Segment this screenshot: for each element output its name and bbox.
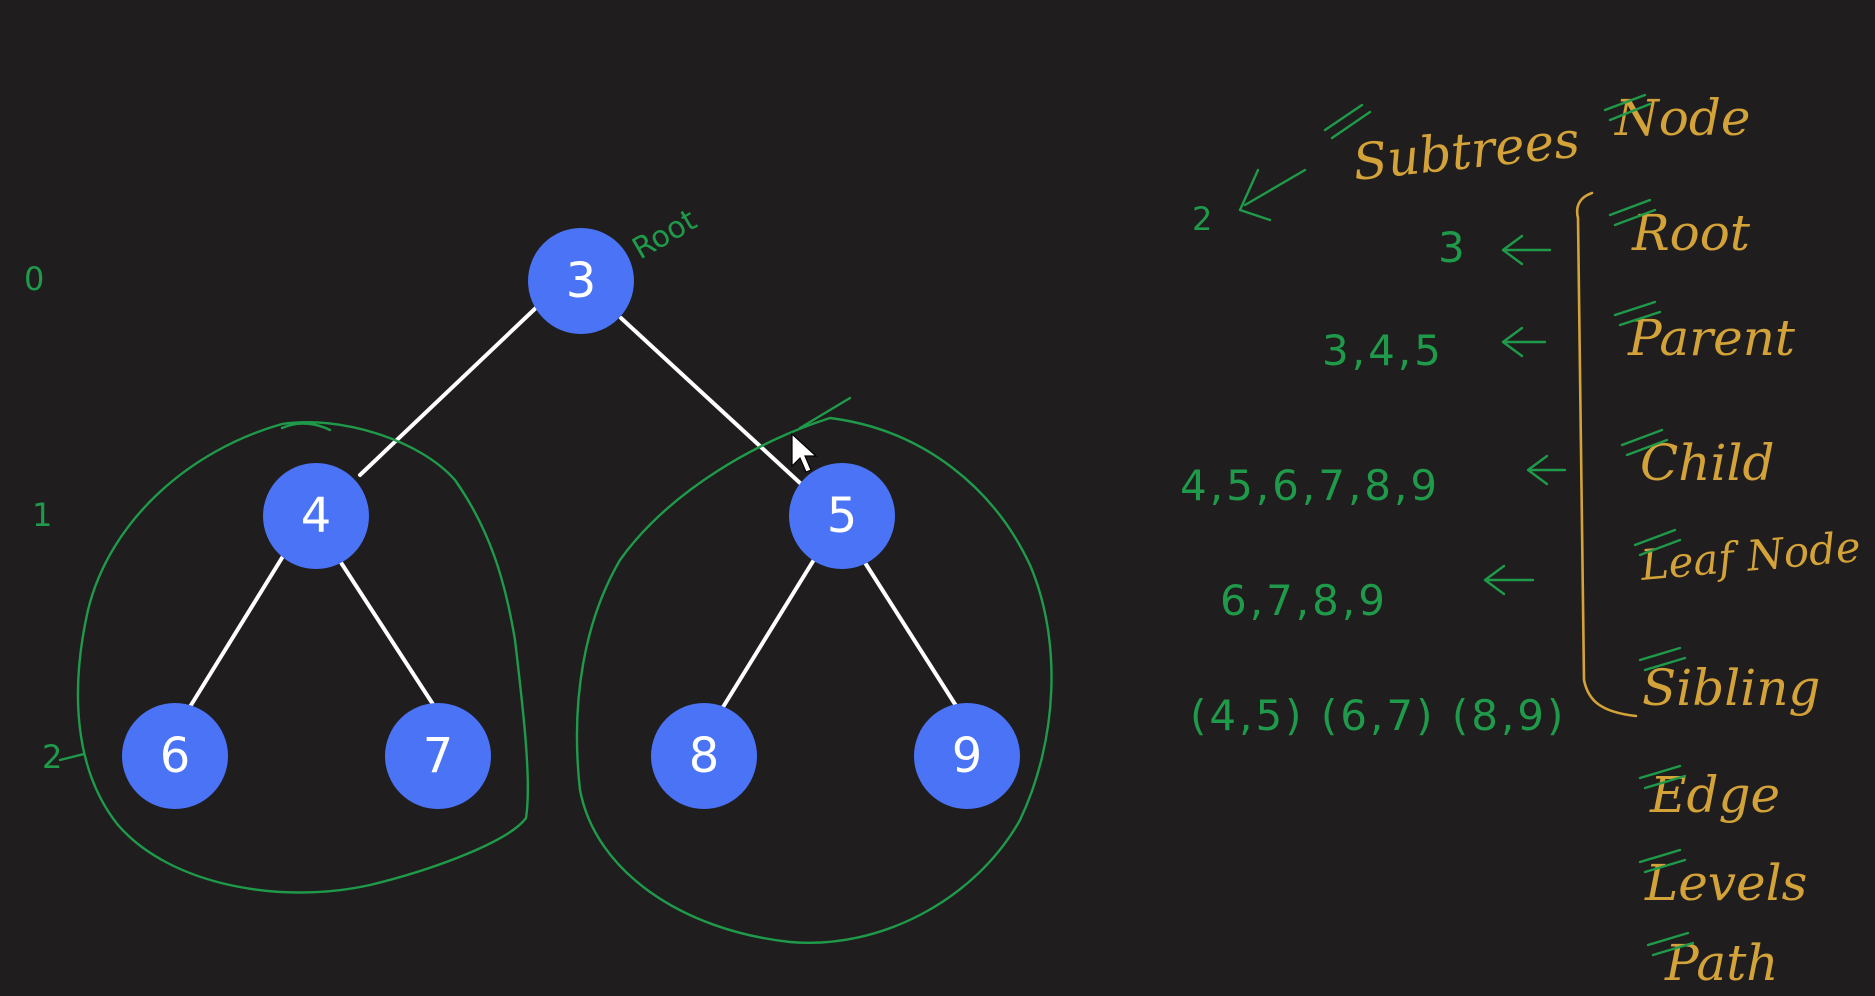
subtree-row-root: 3 — [1438, 223, 1468, 272]
edge-5-8 — [718, 556, 817, 714]
level-1-label: 1 — [32, 496, 52, 534]
node-5-label: 5 — [827, 488, 858, 544]
node-4: 4 — [263, 463, 369, 569]
node-5: 5 — [789, 463, 895, 569]
node-6-circle — [122, 703, 228, 809]
node-4-circle — [263, 463, 369, 569]
node-9-label: 9 — [952, 728, 983, 784]
right-subtree-loop — [575, 416, 1053, 945]
level-labels: 0 1 2 — [24, 260, 86, 776]
check-parent — [1613, 300, 1662, 327]
term-root: Root — [1631, 204, 1751, 262]
mouse-cursor-icon — [791, 432, 818, 473]
check-leaf — [1633, 528, 1682, 557]
check-node — [1603, 93, 1652, 122]
subtree-count: 2 — [1192, 200, 1212, 238]
term-sibling: Sibling — [1642, 659, 1820, 717]
node-6-label: 6 — [160, 728, 191, 784]
edge-5-9 — [860, 556, 962, 714]
node-4-label: 4 — [301, 488, 332, 544]
node-7-circle — [385, 703, 491, 809]
arrow-leaf — [1483, 564, 1535, 596]
node-8-label: 8 — [689, 728, 720, 784]
root-annotation: Root — [627, 203, 704, 267]
subtree-count-arrow — [1238, 168, 1307, 222]
term-path: Path — [1664, 934, 1779, 992]
subtree-row-parent: 3,4,5 — [1322, 326, 1444, 375]
check-levels — [1638, 848, 1687, 874]
term-child: Child — [1640, 434, 1774, 492]
edge-3-4 — [358, 302, 542, 477]
edge-4-6 — [186, 551, 287, 712]
arrow-child — [1526, 454, 1567, 486]
node-5-circle — [789, 463, 895, 569]
subtree-count-group: 2 — [1192, 103, 1372, 238]
check-sibling — [1638, 646, 1687, 672]
term-levels: Levels — [1644, 854, 1807, 912]
subtree-row-sibling: (4,5) (6,7) (8,9) — [1190, 691, 1566, 740]
check-root — [1608, 198, 1657, 227]
arrow-root — [1501, 234, 1552, 266]
edge-3-5 — [619, 316, 802, 485]
term-subtrees: Subtrees — [1350, 110, 1582, 191]
terms-bracket — [1575, 191, 1638, 718]
subtree-rows: 3 3,4,5 4,5,6,7,8,9 6,7,8,9 (4,5) (6,7) … — [1180, 223, 1567, 740]
level-2-tick — [58, 752, 86, 762]
node-7-label: 7 — [423, 728, 454, 784]
level-0-label: 0 — [24, 260, 44, 298]
right-subtree-tick — [798, 396, 852, 430]
term-check-marks — [1603, 93, 1695, 957]
left-subtree-loop — [76, 420, 530, 894]
node-6: 6 — [122, 703, 228, 809]
left-subtree-tick — [280, 422, 332, 432]
check-child — [1620, 428, 1669, 457]
terms-list: Subtrees Node Root Parent Child Leaf Nod… — [1350, 89, 1862, 992]
term-edge: Edge — [1649, 766, 1780, 824]
node-7: 7 — [385, 703, 491, 809]
arrow-parent — [1501, 326, 1547, 358]
node-3-label: 3 — [566, 253, 597, 309]
subtree-row-leaf: 6,7,8,9 — [1220, 576, 1388, 625]
node-9: 9 — [914, 703, 1020, 809]
subtree-row-child: 4,5,6,7,8,9 — [1180, 461, 1440, 510]
node-8-circle — [651, 703, 757, 809]
term-parent: Parent — [1627, 309, 1796, 367]
subtrees-check-mark — [1323, 103, 1372, 140]
check-edge — [1638, 764, 1687, 790]
check-path — [1646, 931, 1695, 957]
node-8: 8 — [651, 703, 757, 809]
node-9-circle — [914, 703, 1020, 809]
tree-edges — [186, 302, 962, 714]
node-3: 3 — [528, 228, 634, 334]
edge-4-7 — [336, 556, 440, 714]
node-3-circle — [528, 228, 634, 334]
level-2-label: 2 — [42, 738, 62, 776]
